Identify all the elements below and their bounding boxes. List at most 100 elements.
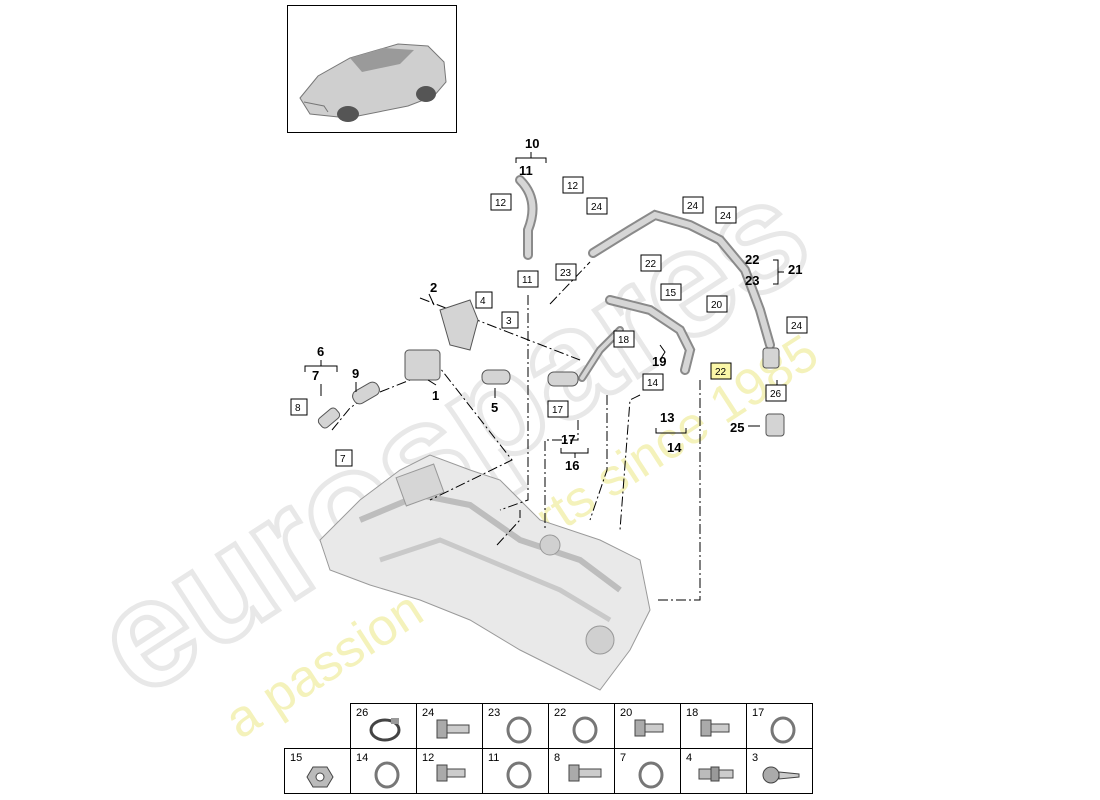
parts-cell: 24 [416,703,483,749]
sleeve-part [765,413,785,437]
box-7: 7 [340,454,346,465]
fitting-part [762,347,780,369]
connector-part [547,371,579,387]
box-3: 3 [506,316,512,327]
callout-19: 19 [652,354,666,369]
box-18: 18 [618,335,630,346]
box-12-b: 12 [495,198,507,209]
part-number: 14 [356,752,369,764]
box-17: 17 [552,405,564,416]
part-number: 11 [488,752,500,764]
box-23: 23 [560,268,572,279]
seal-ring-icon [638,761,664,789]
parts-cell: 3 [746,748,813,794]
box-15: 15 [665,288,677,299]
callout-17-bold: 17 [561,432,575,447]
box-4: 4 [480,296,486,307]
parts-cell: 23 [482,703,549,749]
part-number: 20 [620,707,633,719]
box-12-a: 12 [567,181,579,192]
hex-nut-icon [306,766,334,788]
part-number: 8 [554,752,561,764]
elbow-part [317,407,341,429]
bracket-part [439,299,479,351]
seal-ring-icon [572,716,598,744]
box-26: 26 [770,389,782,400]
parts-cell: 26 [350,703,417,749]
hose-part [481,369,511,385]
valve-part [404,349,441,381]
box-22-a: 22 [645,259,657,270]
part-number: 3 [752,752,759,764]
callout-10: 10 [525,136,539,151]
callout-1: 1 [432,388,439,403]
callout-9: 9 [352,366,359,381]
parts-cell: 17 [746,703,813,749]
bold-callouts: 10 11 2 6 7 9 1 5 19 22 23 21 13 14 17 1… [312,136,802,473]
bolt-icon [436,764,466,782]
seal-ring-icon [506,761,532,789]
pipe-part [352,381,380,405]
screw-icon [762,766,800,784]
stud-bolt-icon [698,766,734,782]
part-number: 7 [620,752,627,764]
box-22-b: 22 [715,367,727,378]
callout-13: 13 [660,410,674,425]
callout-11: 11 [519,163,533,178]
parts-cell: 12 [416,748,483,794]
boxed-callouts: 12 12 24 24 24 23 22 11 4 3 15 20 18 [290,176,808,467]
part-number: 17 [752,707,765,719]
parts-cell: 4 [680,748,747,794]
part-number: 4 [686,752,693,764]
box-14: 14 [647,378,659,389]
seal-ring-icon [374,761,400,789]
part-number: 24 [422,707,435,719]
leader-lines [331,261,701,601]
callout-6: 6 [317,344,324,359]
box-20: 20 [711,300,723,311]
part-number: 18 [686,707,699,719]
part-number: 23 [488,707,501,719]
part-number: 12 [422,752,435,764]
callout-23-side: 23 [745,273,759,288]
hose-clamp-icon [369,718,401,742]
parts-cell: 14 [350,748,417,794]
parts-cell: 15 [284,748,351,794]
parts-cell: 7 [614,748,681,794]
callout-21: 21 [788,262,802,277]
box-24-d: 24 [791,321,803,332]
box-11: 11 [522,275,533,286]
callout-2: 2 [430,280,437,295]
box-24-a: 24 [591,202,603,213]
part-number: 22 [554,707,567,719]
part-number: 15 [290,752,303,764]
callout-7: 7 [312,368,319,383]
callout-25: 25 [730,420,744,435]
bolt-icon [436,719,470,739]
callout-16: 16 [565,458,579,473]
box-24-c: 24 [720,211,732,222]
vehicle-thumbnail [287,5,457,133]
parts-cell: 11 [482,748,549,794]
parts-cell: 20 [614,703,681,749]
parts-cell: 22 [548,703,615,749]
part-number: 26 [356,707,369,719]
engine-block [319,454,651,691]
bolt-icon [700,719,730,737]
hoses [515,175,775,382]
parts-table-row2: 15 14 12 11 8 7 4 3 [284,748,813,794]
seal-ring-icon [506,716,532,744]
group-brackets [304,152,784,458]
bolt-icon [634,719,664,737]
seal-ring-icon [770,716,796,744]
parts-table-row1: 26 24 23 22 20 18 17 [350,703,813,749]
box-8: 8 [295,403,301,414]
parts [317,299,785,437]
parts-cell: 8 [548,748,615,794]
parts-cell: 18 [680,703,747,749]
callout-5: 5 [491,400,498,415]
callout-22-side: 22 [745,252,759,267]
bolt-icon [568,764,602,782]
